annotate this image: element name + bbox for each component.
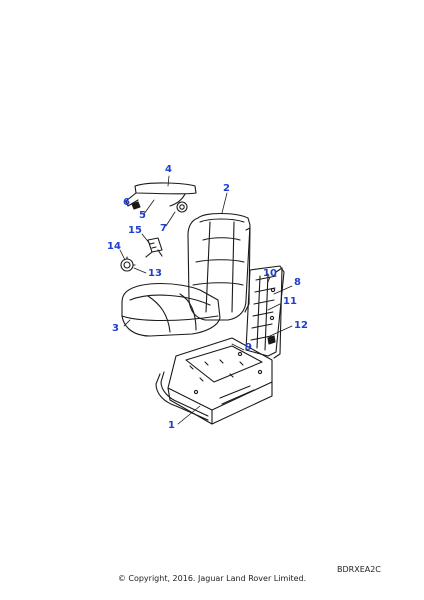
drawing-code: BDRXEA2C xyxy=(337,565,381,574)
callout-8: 8 xyxy=(294,277,301,288)
callout-6: 6 xyxy=(123,197,130,208)
callout-2: 2 xyxy=(223,183,230,194)
callout-4: 4 xyxy=(165,164,172,175)
callout-1: 1 xyxy=(168,420,175,431)
callout-14: 14 xyxy=(107,241,121,252)
backrest-part xyxy=(187,212,251,321)
lumbar-knob-part xyxy=(120,256,136,272)
leader-lines xyxy=(119,175,293,425)
cushion-part xyxy=(121,283,221,337)
callout-5: 5 xyxy=(139,210,146,221)
copyright-notice: © Copyright, 2016. Jaguar Land Rover Lim… xyxy=(117,574,307,583)
callout-9: 9 xyxy=(245,342,252,353)
callout-10: 10 xyxy=(263,268,277,279)
recline-motor-part xyxy=(145,237,163,258)
callout-3: 3 xyxy=(112,323,119,334)
armrest-part xyxy=(125,182,197,213)
seat-base-part xyxy=(155,337,273,425)
back-frame-part xyxy=(245,265,285,359)
callout-12: 12 xyxy=(294,320,308,331)
callout-7: 7 xyxy=(160,223,167,234)
callout-15: 15 xyxy=(128,225,142,236)
callout-13: 13 xyxy=(148,268,162,279)
callout-11: 11 xyxy=(283,296,297,307)
